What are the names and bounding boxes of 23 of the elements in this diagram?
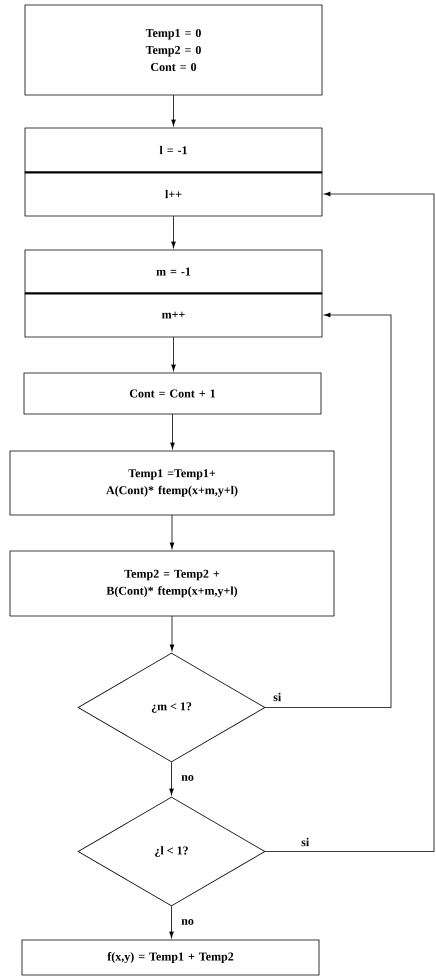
arrow: [171, 337, 176, 372]
process-box: Cont = Cont + 1: [24, 372, 322, 414]
edge-label: si: [274, 692, 282, 702]
arrow: [170, 515, 174, 550]
process-box: m++: [24, 292, 322, 338]
arrow: [169, 762, 174, 796]
process-box: Temp1 = 0 Temp2 = 0 Cont = 0: [24, 4, 322, 96]
edge-label: si: [302, 838, 310, 846]
edge-label: no: [182, 919, 194, 925]
arrow: [170, 616, 174, 652]
arrow: [265, 312, 392, 708]
arrow: [265, 192, 434, 852]
arrow: [171, 95, 176, 126]
process-box: l = -1: [24, 128, 322, 172]
process-box: Temp2 = Temp2 + B(Cont)* ftemp(x+m,y+l): [10, 550, 334, 616]
edge-label: no: [182, 775, 194, 781]
arrow: [170, 414, 175, 450]
process-box: Temp1 =Temp1+ A(Cont)* ftemp(x+m,y+l): [10, 450, 334, 516]
arrow: [169, 906, 174, 938]
process-box: m = -1: [24, 250, 322, 294]
arrow: [171, 216, 176, 248]
process-box: f(x,y) = Temp1 + Temp2: [22, 940, 320, 976]
process-box: l++: [24, 172, 322, 216]
